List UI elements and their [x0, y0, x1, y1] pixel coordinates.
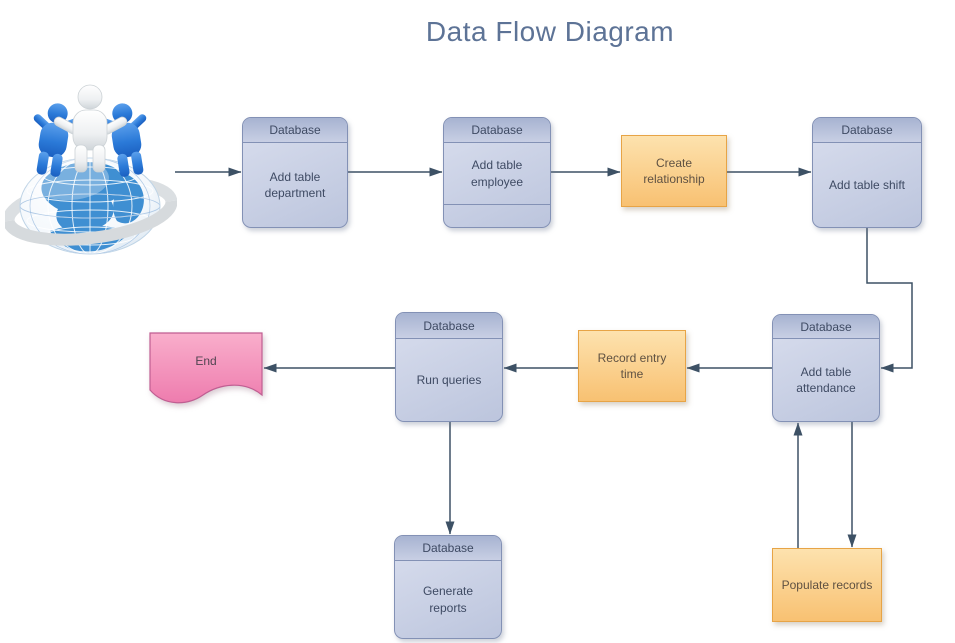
node-header: Database: [395, 536, 501, 561]
node-db-generate-reports: Database Generate reports: [394, 535, 502, 639]
node-process-record-entry: Record entry time: [578, 330, 686, 402]
node-db-shift: Database Add table shift: [812, 117, 922, 228]
node-label: Run queries: [416, 372, 482, 387]
diagram-title: Data Flow Diagram: [425, 16, 675, 47]
node-label: End: [195, 354, 217, 368]
node-header: Database: [813, 118, 921, 143]
node-header: Database: [444, 118, 550, 143]
node-label: Generate reports: [422, 584, 474, 615]
node-end: End: [149, 332, 263, 406]
node-label: Record entry time: [597, 350, 667, 381]
node-db-run-queries: Database Run queries: [395, 312, 503, 422]
node-process-create-relationship: Create relationship: [621, 135, 727, 207]
node-label: Add table attendance: [796, 364, 856, 395]
node-label: Populate records: [781, 577, 873, 592]
node-db-department: Database Add table department: [242, 117, 348, 228]
node-empty-compartment: [444, 204, 550, 227]
node-header: Database: [773, 315, 879, 339]
globe-people-icon: [5, 84, 177, 255]
node-header: Database: [396, 313, 502, 339]
node-db-employee: Database Add table employee: [443, 117, 551, 228]
node-header: Database: [243, 118, 347, 143]
node-label: Add table employee: [470, 158, 524, 189]
node-process-populate-records: Populate records: [772, 548, 882, 622]
node-label: Add table shift: [828, 177, 906, 192]
node-label: Create relationship: [643, 155, 705, 186]
node-label: Add table department: [264, 169, 326, 200]
document-shape: [149, 332, 263, 404]
node-db-attendance: Database Add table attendance: [772, 314, 880, 422]
